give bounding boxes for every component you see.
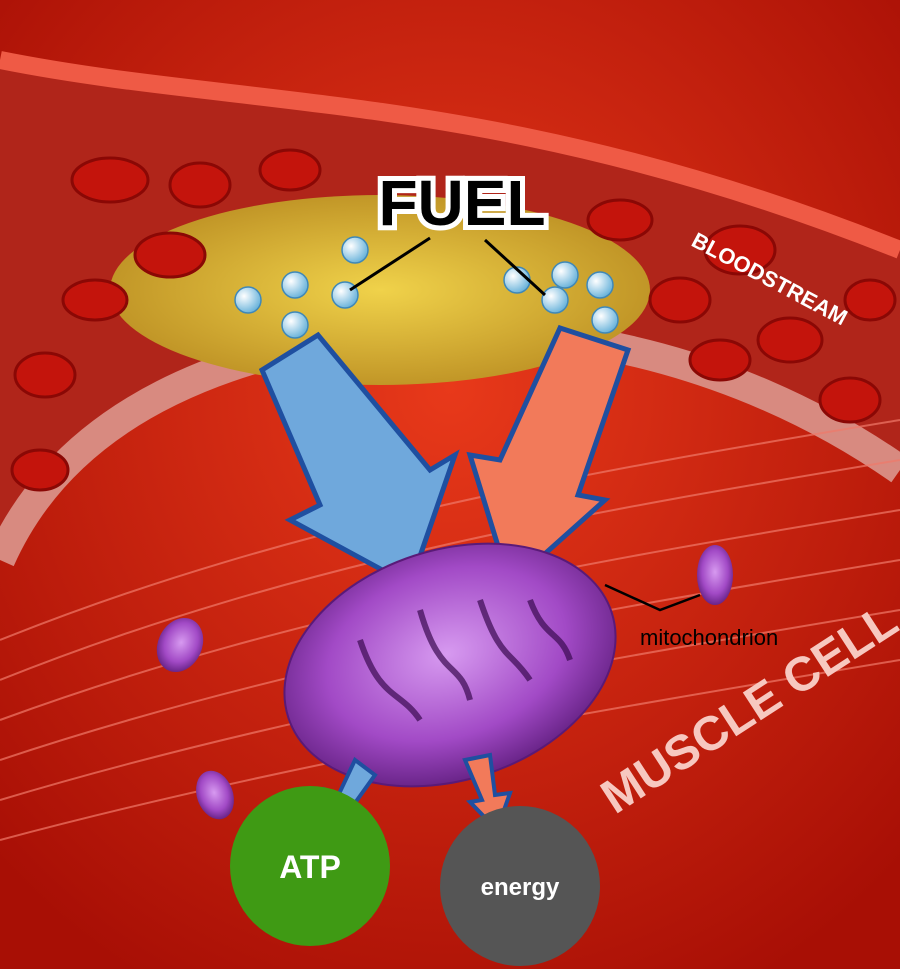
mitochondrion-pointer-line bbox=[604, 583, 701, 612]
fuel-pointer-lines bbox=[349, 236, 547, 297]
vessel-upper-wall bbox=[0, 51, 900, 259]
small-mitochondrion bbox=[196, 770, 234, 820]
energy-label: energy bbox=[481, 874, 560, 901]
orange-fuel-arrow bbox=[466, 324, 632, 590]
fuel-title: FUEL bbox=[378, 167, 545, 239]
small-mitochondrion bbox=[156, 617, 204, 673]
blue-fuel-arrow bbox=[258, 331, 460, 589]
energy-circle bbox=[440, 806, 600, 966]
atp-label: ATP bbox=[279, 849, 341, 885]
fat-deposit bbox=[110, 195, 650, 385]
mitochondrion-label: mitochondrion bbox=[640, 625, 778, 650]
red-blood-cells bbox=[10, 148, 897, 492]
mitochondrion-cristae bbox=[357, 598, 573, 722]
small-mitochondrion bbox=[697, 545, 733, 605]
atp-circle bbox=[230, 786, 390, 946]
fuel-molecules bbox=[234, 236, 619, 339]
